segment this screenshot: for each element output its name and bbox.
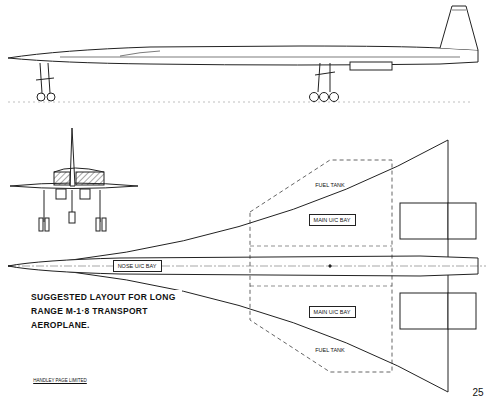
fuel-tank-label: FUEL TANK <box>314 182 346 188</box>
bay-label: MAIN U/C BAY <box>314 309 351 315</box>
undercarriage-bay: MAIN U/C BAY <box>309 214 356 226</box>
page-number: 25 <box>471 387 484 398</box>
fuel-tank-label: FUEL TANK <box>314 347 346 353</box>
bay-label: MAIN U/C BAY <box>314 217 351 223</box>
undercarriage-bay: NOSE U/C BAY <box>113 260 162 272</box>
undercarriage-bay: MAIN U/C BAY <box>309 306 356 318</box>
bay-label: NOSE U/C BAY <box>118 263 157 269</box>
drawing-title: SUGGESTED LAYOUT FOR LONG RANGE M-1·8 TR… <box>30 290 182 332</box>
company-name: HANDLEY PAGE LIMITED <box>32 378 88 383</box>
